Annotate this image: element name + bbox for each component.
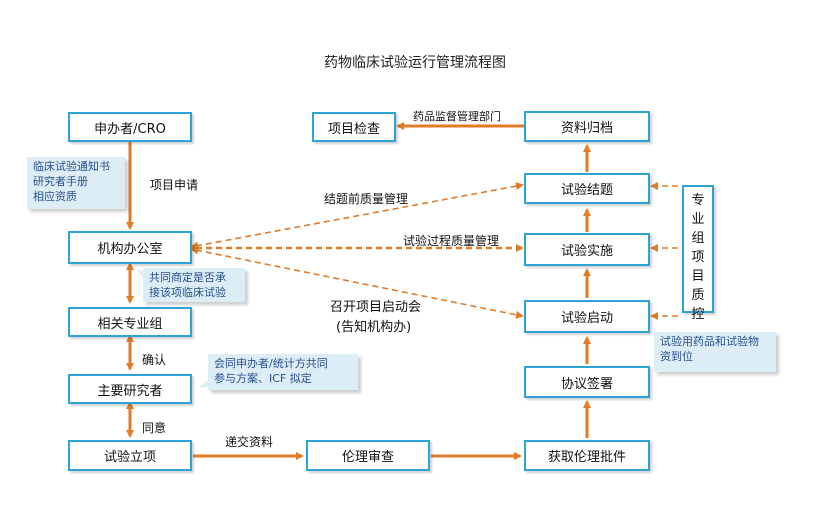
- note-line: 参与方案、ICF 拟定: [214, 372, 312, 385]
- qc-char: 组: [691, 231, 705, 246]
- node-closing: 试验结题: [524, 173, 650, 204]
- node-inspection: 项目检查: [312, 112, 396, 142]
- note-line: 临床试验通知书: [33, 160, 110, 173]
- note-line: 资到位: [660, 350, 693, 363]
- diagram-title: 药物临床试验运行管理流程图: [324, 55, 506, 71]
- node-startup: 试验启动: [524, 300, 650, 333]
- node-specialty-qc: 专 业 组 项 目 质 控: [682, 185, 714, 322]
- qc-char: 业: [691, 212, 705, 227]
- note-line: 研究者手册: [33, 175, 88, 188]
- node-ethics-approval: 获取伦理批件: [524, 440, 650, 471]
- label-agree: 同意: [142, 421, 167, 435]
- label-confirm: 确认: [142, 353, 167, 367]
- dashed-office-startup: [190, 246, 524, 319]
- note-line: 相应资质: [33, 190, 77, 203]
- label-process-qc: 试验过程质量管理: [403, 234, 500, 248]
- node-specialty: 相关专业组: [68, 307, 192, 337]
- note-sponsor-docs: 临床试验通知书 研究者手册 相应资质: [27, 157, 125, 209]
- note-joint-decision: 共同商定是否承 接该项临床试验: [143, 268, 245, 302]
- node-implementation: 试验实施: [524, 233, 650, 266]
- label-kickoff: 召开项目启动会: [330, 300, 422, 315]
- qc-char: 专: [691, 193, 705, 208]
- node-ethics-review: 伦理审查: [306, 440, 430, 471]
- note-tail-joint-decision: [136, 268, 145, 280]
- node-sponsor: 申办者/CRO: [68, 112, 192, 142]
- note-drug-ready: 试验用药品和试验物 资到位: [654, 332, 776, 372]
- qc-char: 控: [691, 307, 705, 322]
- label-pre-close-qc: 结题前质量管理: [324, 192, 409, 206]
- note-line: 接该项临床试验: [149, 286, 226, 299]
- qc-char: 目: [691, 269, 705, 284]
- note-line: 共同商定是否承: [149, 271, 226, 284]
- note-line: 会同申办者/统计方共同: [214, 357, 328, 370]
- node-investigator: 主要研究者: [68, 374, 192, 404]
- label-project-apply: 项目申请: [150, 178, 199, 192]
- node-agreement: 协议签署: [524, 366, 650, 398]
- qc-char: 质: [691, 288, 705, 303]
- node-archive: 资料归档: [524, 111, 650, 142]
- node-initiation: 试验立项: [68, 440, 192, 471]
- note-line: 试验用药品和试验物: [660, 335, 759, 348]
- node-office: 机构办公室: [68, 231, 192, 264]
- label-fda: 药品监督管理部门: [413, 110, 501, 123]
- note-joint-protocol: 会同申办者/统计方共同 参与方案、ICF 拟定: [208, 354, 358, 390]
- label-submit: 递交资料: [225, 435, 274, 449]
- qc-char: 项: [691, 250, 705, 265]
- dashed-office-closing: [190, 182, 524, 250]
- label-kickoff-note: (告知机构办): [336, 320, 412, 335]
